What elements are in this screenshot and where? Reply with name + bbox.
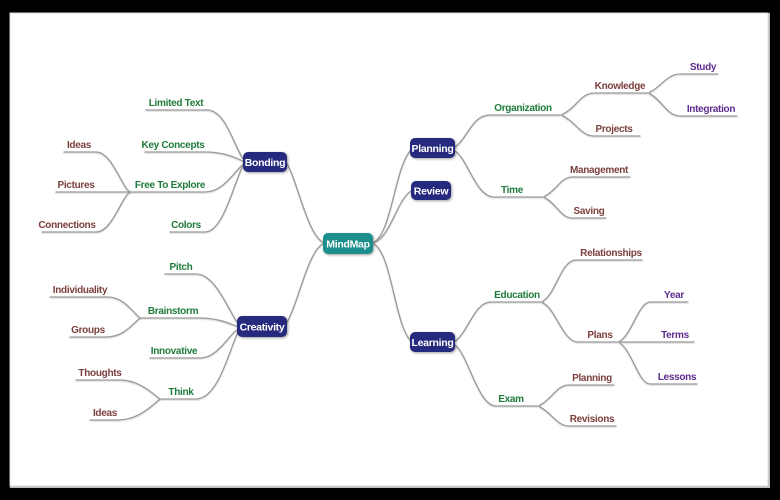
connector-creativity-pitch bbox=[164, 273, 240, 326]
connector-think-thoughts bbox=[75, 379, 161, 400]
node-learning-label: Learning bbox=[412, 337, 454, 349]
connector-bonding-key-concepts bbox=[144, 151, 246, 163]
subtopic-brainstorm[interactable]: Brainstorm bbox=[148, 306, 199, 317]
leaf-study[interactable]: Study bbox=[690, 62, 717, 73]
connector-education-relationships bbox=[542, 259, 643, 302]
connector-learning-exam bbox=[454, 344, 541, 407]
whiteboard-canvas bbox=[9, 12, 769, 487]
detail-relationships[interactable]: Relationships bbox=[580, 248, 643, 259]
connector-bonding-colors bbox=[169, 162, 246, 233]
connector-mindmap-planning bbox=[371, 149, 412, 244]
subtopic-labels: Limited Text Key Concepts Free To Explor… bbox=[135, 98, 552, 405]
node-bonding-label: Bonding bbox=[245, 157, 285, 169]
detail-pictures[interactable]: Pictures bbox=[57, 180, 95, 191]
node-review-box bbox=[411, 181, 451, 200]
subtopic-education[interactable]: Education bbox=[494, 290, 540, 301]
connector-creativity-innovative bbox=[149, 328, 240, 359]
learning-connectors bbox=[454, 259, 698, 427]
detail-connections[interactable]: Connections bbox=[38, 220, 96, 231]
connector-mindmap-review bbox=[371, 190, 412, 244]
connector-fte-ideas bbox=[63, 151, 131, 193]
connector-mindmap-creativity bbox=[285, 242, 326, 325]
connector-time-saving bbox=[544, 197, 607, 219]
node-mindmap-label: MindMap bbox=[326, 239, 369, 251]
planning-connectors bbox=[454, 73, 738, 219]
node-mindmap-root[interactable]: MindMap bbox=[323, 233, 373, 254]
connector-organization-projects bbox=[562, 115, 641, 137]
detail-thoughts[interactable]: Thoughts bbox=[78, 368, 122, 379]
leaf-labels: Study Integration Year Terms Lessons bbox=[658, 62, 736, 383]
node-creativity-box bbox=[237, 316, 287, 337]
detail-projects[interactable]: Projects bbox=[595, 124, 633, 135]
root-connectors bbox=[285, 149, 412, 342]
connector-think-ideas bbox=[89, 398, 161, 421]
detail-plans[interactable]: Plans bbox=[587, 330, 613, 341]
connector-bonding-limited-text bbox=[145, 109, 246, 162]
connector-learning-education bbox=[454, 301, 544, 342]
subtopic-time[interactable]: Time bbox=[501, 185, 524, 196]
node-mindmap-box bbox=[323, 233, 373, 254]
node-creativity[interactable]: Creativity bbox=[237, 316, 287, 337]
leaf-lessons[interactable]: Lessons bbox=[658, 372, 698, 383]
creativity-connectors bbox=[49, 273, 240, 421]
node-bonding[interactable]: Bonding bbox=[243, 152, 287, 172]
detail-knowledge[interactable]: Knowledge bbox=[595, 81, 647, 92]
detail-ideas[interactable]: Ideas bbox=[67, 140, 92, 151]
subtopic-exam[interactable]: Exam bbox=[498, 394, 524, 405]
bonding-connectors bbox=[41, 109, 246, 233]
connector-knowledge-study bbox=[649, 73, 719, 93]
node-review[interactable]: Review bbox=[411, 181, 451, 200]
node-planning[interactable]: Planning bbox=[410, 138, 455, 158]
connector-exam-revisions bbox=[539, 406, 617, 427]
connector-creativity-brainstorm bbox=[139, 317, 240, 328]
leaf-year[interactable]: Year bbox=[664, 290, 685, 301]
subtopic-think[interactable]: Think bbox=[168, 387, 194, 398]
node-bonding-box bbox=[243, 152, 287, 172]
connector-fte-connections bbox=[41, 191, 131, 233]
connector-brainstorm-individuality bbox=[49, 296, 141, 319]
connector-bonding-free-to-explore bbox=[129, 162, 246, 193]
detail-individuality[interactable]: Individuality bbox=[53, 285, 108, 296]
connector-plans-year bbox=[619, 301, 689, 342]
node-learning[interactable]: Learning bbox=[410, 332, 455, 352]
detail-planning[interactable]: Planning bbox=[572, 373, 612, 384]
detail-saving[interactable]: Saving bbox=[574, 206, 605, 217]
leaf-terms[interactable]: Terms bbox=[661, 330, 690, 341]
connector-education-plans bbox=[542, 302, 621, 343]
connector-organization-knowledge bbox=[562, 92, 651, 115]
detail-labels: Ideas Pictures Connections Individuality… bbox=[38, 81, 646, 425]
subtopic-limited-text[interactable]: Limited Text bbox=[149, 98, 205, 109]
leaf-integration[interactable]: Integration bbox=[687, 104, 736, 115]
subtopic-key-concepts[interactable]: Key Concepts bbox=[141, 140, 205, 151]
detail-revisions[interactable]: Revisions bbox=[570, 414, 616, 425]
connector-exam-planning bbox=[539, 384, 615, 406]
subtopic-innovative[interactable]: Innovative bbox=[151, 346, 198, 357]
subtopic-organization[interactable]: Organization bbox=[494, 103, 552, 114]
subtopic-pitch[interactable]: Pitch bbox=[170, 262, 193, 273]
subtopic-free-to-explore[interactable]: Free To Explore bbox=[135, 180, 206, 191]
connector-knowledge-integration bbox=[649, 93, 738, 117]
connector-mindmap-bonding bbox=[285, 161, 326, 244]
detail-groups[interactable]: Groups bbox=[71, 325, 106, 336]
detail-ideas-2[interactable]: Ideas bbox=[93, 408, 118, 419]
connector-time-management bbox=[544, 176, 631, 197]
connector-plans-lessons bbox=[619, 342, 698, 385]
subtopic-colors[interactable]: Colors bbox=[171, 220, 202, 231]
node-creativity-label: Creativity bbox=[240, 322, 285, 334]
node-planning-box bbox=[410, 138, 455, 158]
node-planning-label: Planning bbox=[412, 143, 454, 155]
node-review-label: Review bbox=[414, 186, 450, 198]
connector-creativity-think bbox=[159, 329, 240, 400]
detail-management[interactable]: Management bbox=[570, 165, 629, 176]
node-learning-box bbox=[410, 332, 455, 352]
connector-mindmap-learning bbox=[371, 242, 412, 342]
connector-planning-time bbox=[454, 150, 546, 198]
connector-brainstorm-groups bbox=[69, 317, 141, 338]
connector-planning-organization bbox=[454, 114, 564, 148]
